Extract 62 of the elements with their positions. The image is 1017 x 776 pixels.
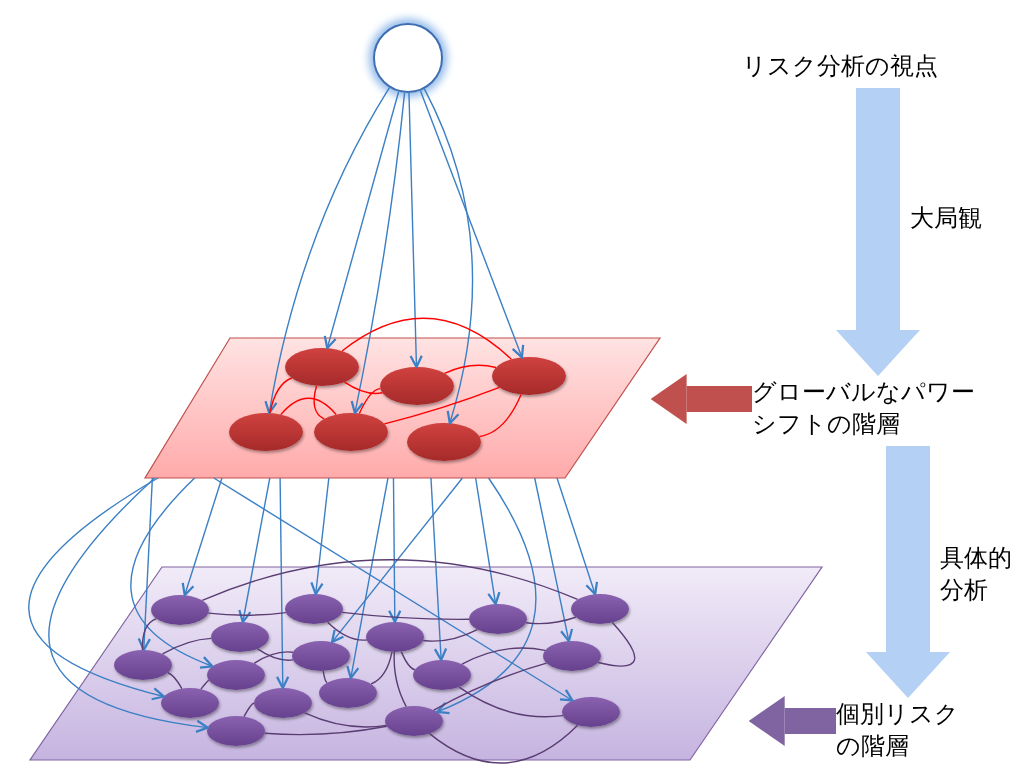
- arrow: [275, 477, 290, 690]
- connector-line: [341, 317, 513, 360]
- arrow: [533, 477, 574, 643]
- block-arrow: [748, 696, 836, 746]
- arrow: [556, 477, 599, 596]
- connector-line: [141, 617, 158, 651]
- connector-line: [280, 397, 337, 416]
- connector-line: [201, 559, 579, 602]
- connector-line: [525, 616, 577, 625]
- arrow: [430, 477, 448, 662]
- connector-line: [207, 611, 287, 616]
- arrow: [310, 477, 330, 596]
- connector-line: [326, 621, 368, 641]
- arrow: [419, 90, 525, 359]
- arrow: [388, 477, 402, 624]
- connector-line: [393, 651, 407, 708]
- block-arrow: [650, 374, 752, 424]
- connector-line: [304, 712, 387, 728]
- connector-line: [597, 621, 636, 667]
- arrow: [130, 477, 214, 669]
- connector-line: [383, 386, 501, 425]
- connector-line: [433, 662, 548, 711]
- arrow: [213, 477, 574, 702]
- connector-line: [161, 637, 212, 655]
- arrow: [264, 86, 391, 415]
- connector-line: [200, 679, 210, 690]
- layer-label: リスク分析の視点: [742, 50, 998, 84]
- arrow: [350, 92, 406, 415]
- connector-line: [243, 702, 255, 718]
- block-arrow: [836, 88, 920, 376]
- arrow: [48, 477, 209, 733]
- connector-line: [264, 725, 388, 736]
- connector-line: [341, 611, 470, 621]
- arrow: [137, 477, 154, 652]
- arrow: [238, 477, 271, 624]
- arrow: [436, 477, 537, 714]
- connector-line: [269, 377, 293, 414]
- layer-label: グローバルなパワーシフトの階層: [752, 376, 988, 442]
- layer-label: 個別リスクの階層: [836, 698, 964, 764]
- arrow: [181, 477, 223, 597]
- connector-line: [478, 393, 522, 438]
- connector-line: [313, 385, 325, 420]
- connector-line: [343, 381, 384, 395]
- connector-line: [358, 387, 382, 415]
- arrow: [474, 477, 501, 606]
- connector-line: [443, 364, 497, 375]
- connector-line: [322, 670, 328, 684]
- connector-line: [400, 650, 416, 671]
- connector-line: [422, 628, 478, 642]
- block-arrow: [866, 446, 950, 698]
- connector-line: [370, 651, 393, 685]
- arrow: [330, 477, 464, 644]
- arrow: [323, 91, 400, 350]
- connector-line: [428, 724, 579, 764]
- arrow: [28, 477, 165, 700]
- connector-line: [167, 672, 183, 690]
- connector-line: [461, 647, 546, 665]
- connector-line: [458, 686, 564, 718]
- arrow: [423, 88, 474, 425]
- arrow: [408, 92, 423, 369]
- arrow: [346, 477, 389, 680]
- viewpoint-circle: [373, 23, 443, 93]
